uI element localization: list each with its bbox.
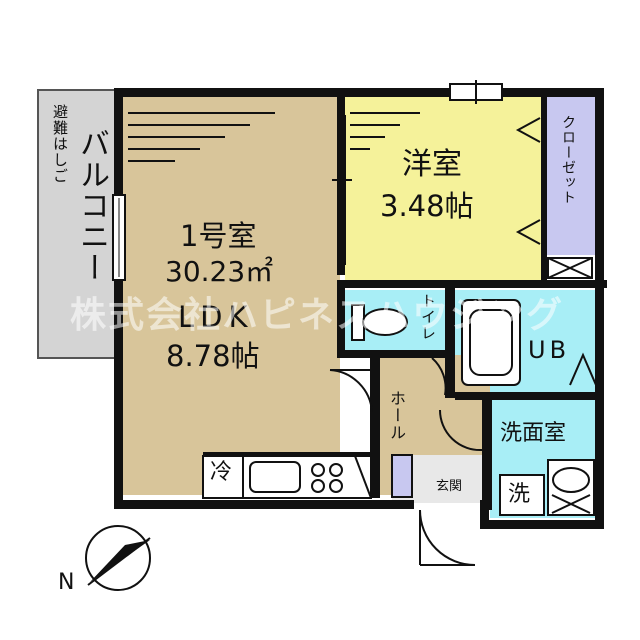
- unit-bath-label: UB: [528, 336, 571, 364]
- western-room-label: 洋室: [402, 147, 462, 182]
- kitchen-counter: [202, 455, 372, 499]
- exterior-walls: [114, 88, 604, 529]
- balcony-label: バルコニー: [74, 128, 109, 283]
- toilet-fixture: [351, 304, 408, 341]
- washroom-label: 洗面室: [500, 421, 567, 446]
- ldk-room-number: 1号室: [180, 219, 257, 253]
- door-swings: [329, 357, 483, 566]
- fridge-label: 冷: [210, 460, 233, 485]
- evacuation-ladder-label: 避難はしご: [51, 104, 69, 184]
- shoe-cabinet: [391, 454, 413, 498]
- hall-label: ホール: [387, 390, 406, 441]
- bathtub: [461, 299, 597, 386]
- ldk-size: 8.78帖: [166, 339, 260, 373]
- toilet-label: トイレ: [419, 293, 437, 341]
- ldk-type: LDK: [178, 300, 254, 334]
- sliding-door: [332, 115, 352, 265]
- washer-label: 洗: [508, 482, 531, 507]
- closet-label: クローゼット: [560, 115, 576, 205]
- compass-icon: [85, 525, 151, 591]
- windows: [112, 80, 503, 281]
- closet-floor: [545, 95, 595, 255]
- entrance-label: 玄関: [436, 479, 463, 494]
- ldk-area: 30.23㎡: [165, 255, 274, 288]
- western-room-size: 3.48帖: [380, 189, 474, 223]
- watermark: 株式会社ハピネスハウジング: [70, 295, 565, 336]
- washroom-fixtures: [499, 459, 595, 516]
- interior-walls: [203, 95, 607, 510]
- closet-door-marks: [515, 117, 593, 279]
- balcony-area: [37, 89, 119, 359]
- compass-north-label: N: [58, 570, 75, 595]
- loft-hatch-lines: [128, 112, 420, 162]
- western-room-floor: [345, 95, 545, 285]
